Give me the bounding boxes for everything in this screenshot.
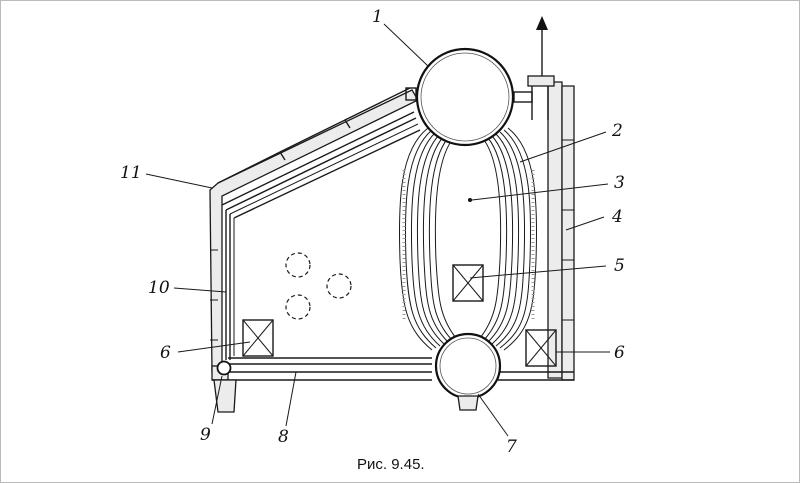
furnace-enclosure <box>209 87 432 413</box>
label-1: 1 <box>372 7 383 27</box>
label-5: 5 <box>614 256 625 276</box>
upper-drum <box>405 47 515 147</box>
label-3: 3 <box>614 173 625 193</box>
collector-9 <box>216 360 232 376</box>
label-2: 2 <box>611 121 623 141</box>
label-6-right: 6 <box>614 343 625 363</box>
box-5 <box>452 264 484 302</box>
label-4: 4 <box>611 207 623 227</box>
right-wall <box>498 75 575 381</box>
label-6-left: 6 <box>160 343 171 363</box>
convective-tube-bundle <box>398 127 538 351</box>
label-7: 7 <box>506 437 517 457</box>
leader-lines <box>145 23 610 437</box>
figure-caption: Рис. 9.45. <box>357 456 425 473</box>
lower-drum <box>434 332 502 411</box>
label-10: 10 <box>148 278 170 298</box>
label-8: 8 <box>278 427 289 447</box>
label-11: 11 <box>120 163 142 183</box>
box-6-right <box>525 329 557 367</box>
box-6-left <box>242 319 274 357</box>
labels: 1 2 3 4 5 6 6 10 11 9 8 7 <box>120 7 625 457</box>
up-arrow-icon <box>536 16 548 76</box>
burners <box>285 252 352 320</box>
label-9: 9 <box>200 425 211 445</box>
